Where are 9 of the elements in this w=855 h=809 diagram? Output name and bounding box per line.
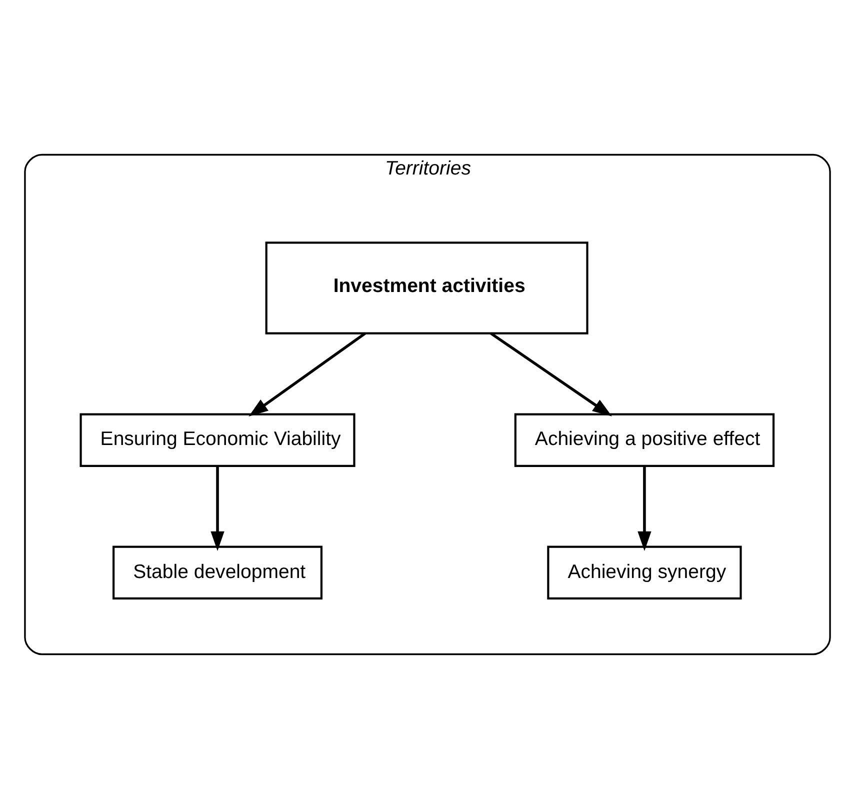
node-box: Achieving a positive effect: [514, 413, 775, 467]
node-box: Stable development: [112, 546, 322, 600]
node-box: Achieving synergy: [547, 546, 742, 600]
node-box: Investment activities: [265, 242, 588, 334]
arrow: [638, 466, 652, 551]
arrow: [248, 332, 366, 416]
arrow: [490, 332, 612, 416]
arrow: [210, 466, 224, 551]
node-box: Ensuring Economic Viability: [80, 413, 356, 467]
